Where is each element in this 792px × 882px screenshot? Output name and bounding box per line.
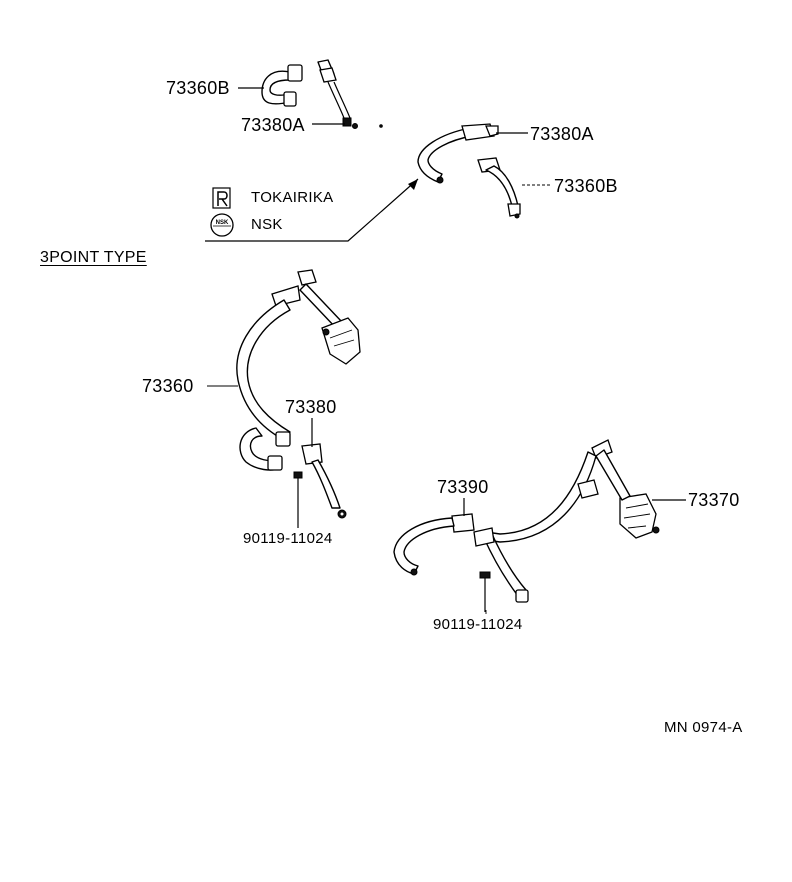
bottom-right-belt-assembly xyxy=(393,439,660,612)
tokairika-logo xyxy=(212,187,231,209)
label-73360b-top: 73360B xyxy=(166,78,230,98)
nsk-logo-text: NSK xyxy=(216,220,229,226)
label-73360b-right: 73360B xyxy=(554,176,618,196)
label-73360: 73360 xyxy=(142,376,194,396)
label-bolt-right: 90119-11024 xyxy=(433,616,523,633)
label-nsk: NSK xyxy=(251,216,283,233)
label-73380: 73380 xyxy=(285,397,337,417)
nsk-logo: NSK xyxy=(210,213,234,237)
middle-left-belt-assembly xyxy=(236,269,361,519)
diagram-code: MN 0974-A xyxy=(664,719,743,736)
label-73390: 73390 xyxy=(437,477,489,497)
label-73370: 73370 xyxy=(688,490,740,510)
label-bolt-left: 90119-11024 xyxy=(243,530,333,547)
top-right-belt-assembly xyxy=(417,123,521,219)
label-73380a-right: 73380A xyxy=(530,124,594,144)
label-73380a-top: 73380A xyxy=(241,115,305,135)
label-tokairika: TOKAIRIKA xyxy=(251,189,334,206)
maker-reference-arrow xyxy=(205,178,419,242)
top-left-belt-assembly xyxy=(261,59,383,129)
section-title-3point: 3POINT TYPE xyxy=(40,249,147,266)
